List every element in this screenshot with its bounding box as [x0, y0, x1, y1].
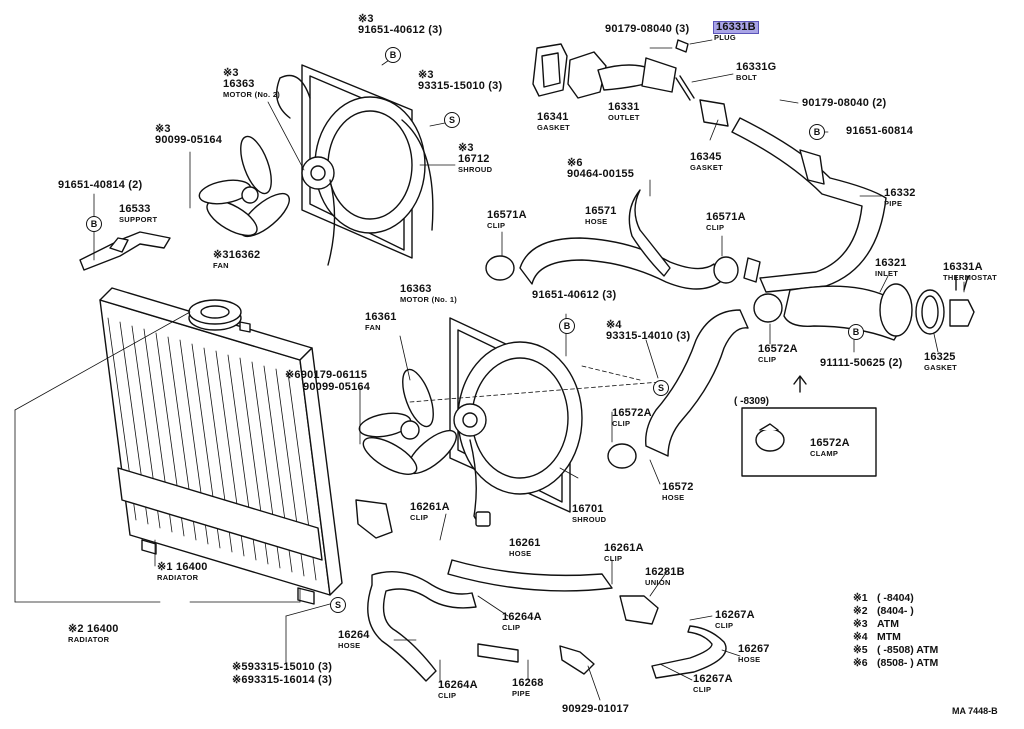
label-93315-16014: ※693315-16014 (3) — [232, 674, 333, 686]
bolt-marker-b: B — [809, 124, 825, 140]
hose-16571-drawing — [485, 189, 739, 290]
lower-hoses-drawing — [355, 499, 727, 682]
upper-fan-drawing — [198, 135, 290, 238]
label-91651-60814: 91651-60814 — [846, 125, 914, 137]
detail-arrow — [793, 375, 807, 393]
label-90099-05164-lower: 90099-05164 — [303, 381, 371, 393]
bolt-marker-b: B — [559, 318, 575, 334]
label-91651-40814: 91651-40814 (2) — [58, 179, 143, 191]
label-90929-01017: 90929-01017 — [562, 703, 630, 715]
legend-row: ※2(8404- ) — [853, 605, 914, 617]
hose-16572-drawing — [607, 293, 783, 469]
legend-row: ※6(8508- ) ATM — [853, 657, 939, 669]
upper-shroud-drawing — [276, 64, 434, 266]
pipe-drawing — [699, 99, 887, 293]
bolt-marker-b: B — [848, 324, 864, 340]
detail-note: ( -8309) — [734, 396, 770, 407]
label-93315-15010-lower: ※593315-15010 (3) — [232, 661, 333, 673]
screw-marker-s: S — [653, 380, 669, 396]
bolt-marker-b: B — [385, 47, 401, 63]
lower-fan-drawing — [358, 368, 457, 475]
label-90179-06115: ※690179-06115 — [285, 369, 368, 381]
lower-shroud-drawing — [449, 317, 583, 527]
bolt-marker-b: B — [86, 216, 102, 232]
legend-row: ※5( -8508) ATM — [853, 644, 939, 656]
label-91651-40612-lower: 91651-40612 (3) — [532, 289, 617, 301]
inlet-drawing — [783, 275, 975, 341]
screw-marker-s: S — [330, 597, 346, 613]
catalog-code: MA 7448-B — [952, 706, 998, 716]
legend-row: ※1( -8404) — [853, 592, 914, 604]
radiator-drawing — [99, 287, 343, 605]
clamp-detail-drawing — [755, 423, 785, 452]
label-90179-08040-3: 90179-08040 (3) — [605, 23, 690, 35]
support-bracket-drawing — [79, 231, 171, 271]
label-91111-50625: 91111-50625 (2) — [820, 357, 903, 369]
label-90179-08040-2: 90179-08040 (2) — [802, 97, 887, 109]
outlet-drawing — [532, 39, 695, 101]
screw-marker-s: S — [444, 112, 460, 128]
